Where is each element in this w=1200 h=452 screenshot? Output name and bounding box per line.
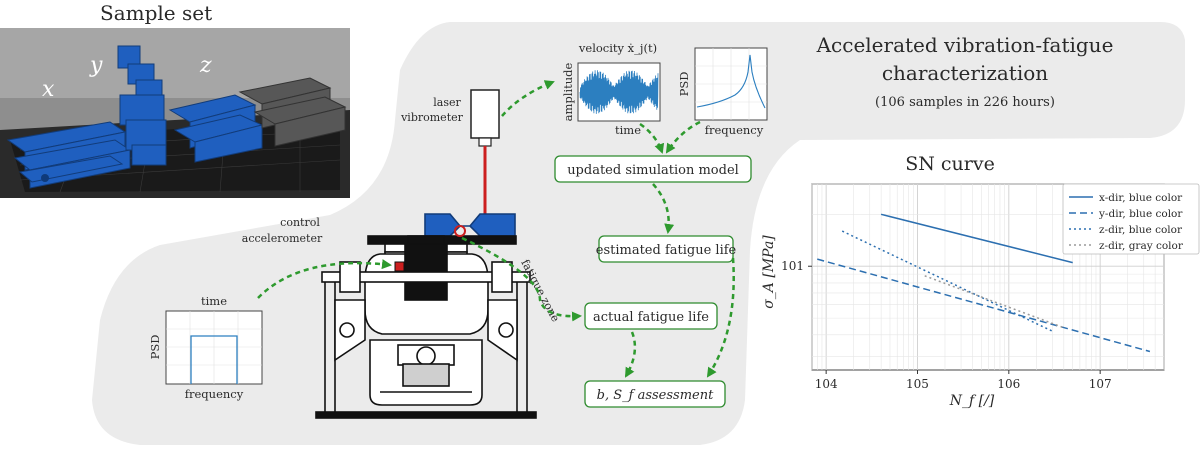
sn-legend-box: [1062, 183, 1200, 255]
psd-resonance-curve: [696, 54, 766, 109]
sn-chart-title: SN curve: [905, 153, 995, 175]
arrow-vibrometer-to-velocity: [501, 80, 555, 117]
psd-bottom-ylabel: PSD: [148, 335, 162, 360]
assessment-label: b, S_f assessment: [597, 388, 714, 403]
velocity-plot-ylabel: amplitude: [561, 62, 575, 121]
sample-label-y: y: [89, 53, 103, 78]
sn-series-line-2: [841, 230, 1053, 332]
sn-series-line-0: [880, 213, 1073, 264]
arrow-actual-to-assessment: [624, 331, 637, 378]
psd-bottom-title: time: [201, 294, 227, 308]
sn-x-tick-label: 106: [997, 377, 1020, 391]
control-label-line2: accelerometer: [242, 232, 323, 245]
sn-legend-entry: z-dir, gray color: [1099, 240, 1184, 252]
laser-label-line1: laser: [433, 96, 461, 109]
arrow-input-psd-to-accelerometer: [257, 259, 392, 299]
sn-x-tick-label: 105: [906, 377, 929, 391]
fatigue-zone-marker: [454, 225, 466, 237]
assessment-box: b, S_f assessment: [584, 380, 726, 408]
sn-grid: [811, 183, 1165, 370]
sn-y-tick-label: 101: [781, 259, 804, 273]
velocity-plot-xlabel: time: [615, 123, 641, 137]
sample-label-x: x: [42, 77, 55, 102]
updated-simulation-model-box: updated simulation model: [554, 155, 752, 183]
sn-legend-entry: x-dir, blue color: [1099, 192, 1183, 204]
control-label-line1: control: [280, 216, 320, 229]
psd-top-ylabel: PSD: [677, 72, 691, 97]
main-title-line1: Accelerated vibration-fatigue: [816, 33, 1114, 57]
sample-label-z: z: [199, 53, 212, 78]
sn-x-axis-label: N_f [/]: [949, 393, 995, 409]
sn-x-tick-label: 107: [1089, 377, 1112, 391]
velocity-plot: [577, 62, 661, 122]
sn-x-ticks: 104 105 106 107: [815, 370, 1112, 391]
psd-bottom-xlabel: frequency: [185, 387, 244, 401]
laser-label-line2: vibrometer: [400, 111, 464, 124]
actual-fatigue-life-box: actual fatigue life: [584, 302, 718, 330]
arrow-fatigue-zone-to-actual: [461, 236, 582, 322]
arrow-psd-to-model: [665, 120, 701, 154]
psd-plot-bottom: [165, 310, 263, 385]
main-title-line2: characterization: [882, 61, 1048, 85]
sn-y-ticks: 101: [781, 259, 812, 273]
sn-legend-entry: y-dir, blue color: [1098, 208, 1183, 220]
velocity-plot-title: velocity ẋ_j(t): [578, 41, 657, 55]
sn-x-tick-label: 104: [815, 377, 838, 391]
sn-curve-chart: 104 105 106 107 101 x-dir, blue color y-dir,…: [781, 183, 1200, 391]
control-accelerometer-marker: [394, 261, 405, 272]
actual-fatigue-life-label: actual fatigue life: [593, 310, 709, 325]
sn-legend-entry: z-dir, blue color: [1099, 224, 1183, 236]
estimated-fatigue-life-label: estimated fatigue life: [596, 243, 737, 258]
sn-series-line-1: [817, 258, 1151, 353]
shaker-machine: [315, 213, 537, 419]
main-subtitle: (106 samples in 226 hours): [875, 95, 1055, 110]
psd-plot-top: [694, 47, 768, 121]
arrow-velocity-to-model: [639, 122, 665, 154]
laser-vibrometer-body: [470, 89, 500, 139]
arrow-estimate-to-assessment: [706, 257, 735, 378]
velocity-signal-line: [579, 70, 659, 114]
sn-series-group: [817, 213, 1151, 353]
updated-simulation-model-label: updated simulation model: [567, 163, 739, 178]
sample-set-photo: x y z: [0, 28, 350, 198]
psd-flat-band: [190, 335, 238, 384]
estimated-fatigue-life-box: estimated fatigue life: [596, 235, 737, 263]
psd-top-xlabel: frequency: [705, 123, 764, 137]
sample-set-title: Sample set: [100, 1, 212, 25]
sn-legend: x-dir, blue color y-dir, blue color z-dir,…: [1062, 183, 1200, 255]
sn-y-axis-label: σ_A [MPa]: [761, 235, 777, 309]
arrow-model-to-estimate: [652, 183, 675, 234]
